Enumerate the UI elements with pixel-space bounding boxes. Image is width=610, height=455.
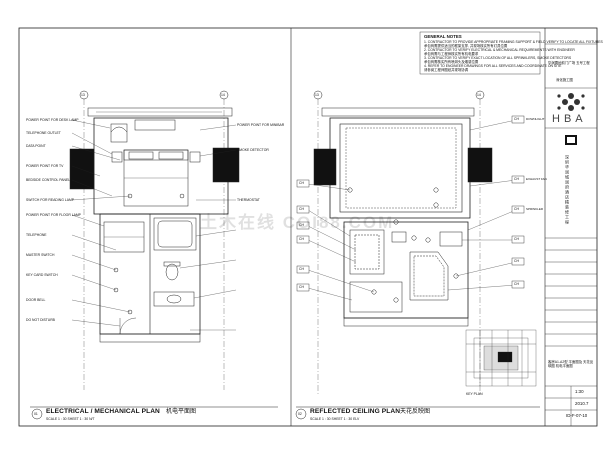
ceiling-tag: CH — [514, 177, 519, 181]
annotation-label: DATA POINT — [26, 144, 46, 148]
client-logo-mark — [565, 135, 577, 145]
ceiling-tag: CH — [299, 207, 304, 211]
annotation-label: SMOKE DETECTOR — [237, 148, 269, 152]
annotation-label: MASTER SWITCH — [26, 253, 55, 257]
annotation-label: EXHAUST FAN — [526, 177, 547, 181]
annotation-label: SPRINKLER — [526, 207, 544, 211]
notes-heading: GENERAL NOTES — [424, 34, 462, 39]
hba-logo-mark — [557, 93, 585, 111]
left-floor-plan — [69, 90, 240, 390]
annotation-label: DO NOT DISTURB — [26, 318, 55, 322]
ceiling-tags — [296, 115, 525, 292]
left-plan-number-bubble — [31, 408, 43, 420]
key-plan — [465, 329, 537, 387]
date-value: 2010.7 — [575, 401, 589, 406]
project-sub: 深化施工图 — [556, 78, 573, 82]
title-block-rules — [545, 43, 597, 426]
annotation-label: KEY CARD SWITCH — [26, 273, 58, 277]
key-plan-label: KEY PLAN — [466, 392, 483, 396]
grid-mark: 13 — [81, 93, 85, 97]
sheet-number: ID-F-07-10 — [566, 413, 588, 418]
annotation-label: DOWNLIGHT — [526, 117, 545, 121]
scale-value: 1:30 — [575, 389, 584, 394]
note-line: 1. CONTRACTOR TO PROVIDE APPROPRIATE FRA… — [424, 40, 603, 44]
ceiling-tag: CH — [299, 223, 304, 227]
ceiling-tag: CH — [514, 237, 519, 241]
grid-mark: 13 — [315, 93, 319, 97]
annotation-label: POWER POINT FOR DESK LAMP — [26, 118, 79, 122]
ceiling-tag: CH — [299, 181, 304, 185]
sheet-description: 客房A1-A2型 平面图及 天花反映图 机电平面图 — [548, 360, 594, 368]
left-leader-lines — [71, 119, 237, 331]
project-top: 华润置地前门广场 五号工程 — [548, 61, 590, 65]
right-leader-lines — [307, 119, 517, 301]
hba-brand: HBA — [552, 113, 587, 125]
note-line: 2. CONTRACTOR TO VERIFY ELECTRICAL & MEC… — [424, 48, 575, 52]
annotation-label: THERMOSTAT — [237, 198, 260, 202]
watermark: 土木在线 COI88.COM — [200, 213, 395, 232]
annotation-label: POWER POINT FOR MINIBAR — [237, 123, 285, 127]
annotation-label: POWER POINT FOR FLOOR LAMP — [26, 213, 81, 217]
annotation-label: DOOR BELL — [26, 298, 46, 302]
left-plan-scale: SCALE 1 : 30 SHEET 1 : 30 N/T — [46, 417, 95, 421]
ceiling-tag: CH — [299, 267, 304, 271]
notes-lines: 1. CONTRACTOR TO PROVIDE APPROPRIATE FRA… — [424, 40, 603, 72]
note-line: 承包商需与工程师核实所有机电要求 — [424, 52, 479, 56]
annotation-label: TELEPHONE — [26, 233, 47, 237]
ceiling-tag: CH — [299, 285, 304, 289]
note-line: 承包商需提供适当的框架支撑, 并现场核实所有灯具位置 — [424, 44, 508, 48]
right-ceiling-plan — [313, 90, 493, 395]
left-plan-title-cn: 机电平面图 — [166, 409, 197, 415]
grid-mark: 14 — [221, 93, 225, 97]
annotation-label: BEDSIDE CONTROL PANEL — [26, 178, 71, 182]
annotation-label: POWER POINT FOR TV — [26, 164, 64, 168]
right-plan-number: 02 — [298, 412, 302, 416]
left-plan-title: ELECTRICAL / MECHANICAL PLAN — [46, 408, 160, 415]
right-plan-scale: SCALE 1 : 30 SHEET 1 : 30 ELV — [310, 417, 360, 421]
annotation-label: SWITCH FOR READING LAMP — [26, 198, 75, 202]
annotation-label: TELEPHONE OUTLET — [26, 131, 61, 135]
note-line: 请参阅工程师图纸并现场协调 — [424, 68, 469, 72]
right-plan-title-cn: 天花反映图 — [400, 409, 431, 415]
right-plan-number-bubble — [295, 408, 307, 420]
project-name-vertical: 深圳华润城润府酒店精装修工程 — [565, 155, 570, 225]
note-line: 4. REFER TO ENGINEER DRAWINGS FOR ALL SE… — [424, 64, 562, 68]
ceiling-tag: CH — [514, 282, 519, 286]
ceiling-tag: CH — [514, 117, 519, 121]
ceiling-tag: CH — [514, 259, 519, 263]
ceiling-tag: CH — [514, 207, 519, 211]
note-line: 3. CONTRACTOR TO VERIFY EXACT LOCATION O… — [424, 56, 572, 60]
ceiling-tag: CH — [299, 237, 304, 241]
sheet-border — [18, 27, 598, 427]
grid-mark: 14 — [477, 93, 481, 97]
note-line: 承包商需核实所有喷淋头及烟感位置 — [424, 60, 479, 64]
left-plan-number: 01 — [34, 412, 38, 416]
notes-box — [419, 31, 541, 75]
right-plan-title: REFLECTED CEILING PLAN — [310, 408, 401, 415]
